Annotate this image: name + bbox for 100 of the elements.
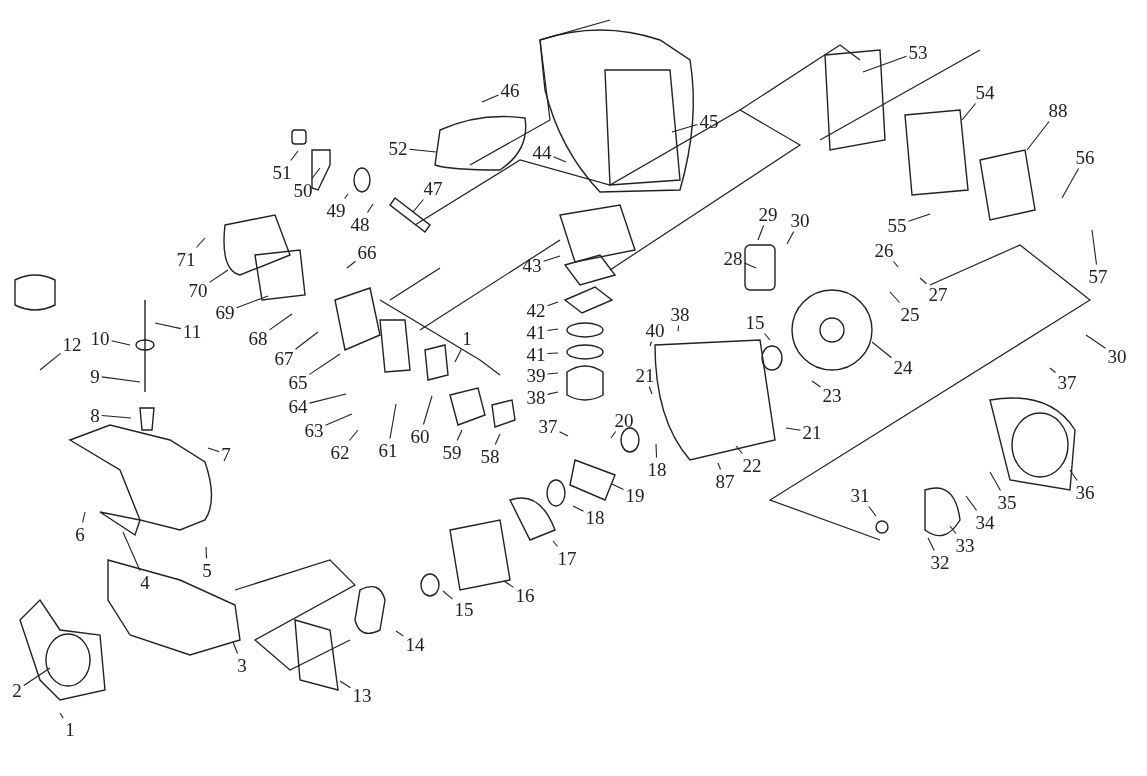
callout-number: 21 — [802, 422, 822, 442]
callout-number: 7 — [221, 444, 231, 464]
leader-line — [542, 255, 561, 262]
leader-line — [442, 590, 454, 600]
leader-line — [717, 462, 722, 471]
callout-number: 62 — [330, 442, 350, 462]
callout-number: 19 — [625, 485, 645, 505]
callout-number: 59 — [442, 442, 462, 462]
leader-line — [868, 505, 877, 517]
leader-line — [677, 324, 680, 332]
callout-number: 87 — [715, 471, 735, 491]
leader-line — [735, 445, 743, 455]
leader-line — [892, 260, 899, 268]
leader-line — [235, 295, 269, 309]
callout-number: 55 — [887, 215, 907, 235]
leader-line — [871, 341, 893, 359]
leader-line — [907, 213, 931, 222]
leader-line — [552, 540, 559, 548]
leader-line — [308, 393, 347, 404]
callout-number: 6 — [75, 524, 85, 544]
leader-line — [456, 429, 463, 442]
leader-line — [1026, 120, 1050, 151]
callout-number: 37 — [538, 416, 558, 436]
leader-line — [294, 331, 319, 350]
callout-number: 50 — [293, 180, 313, 200]
leader-line — [39, 352, 62, 371]
leader-line — [344, 193, 349, 200]
leader-line — [101, 376, 141, 383]
leader-line — [965, 495, 978, 512]
leader-line — [786, 230, 795, 245]
callout-number: 67 — [274, 348, 294, 368]
callout-number: 18 — [647, 459, 667, 479]
callout-number: 16 — [515, 585, 535, 605]
leader-line — [503, 580, 515, 588]
leader-line — [1091, 229, 1098, 266]
leader-line — [889, 291, 901, 304]
callout-number: 12 — [62, 334, 82, 354]
leader-line — [546, 391, 559, 395]
callout-number: 34 — [975, 512, 995, 532]
callout-number: 15 — [745, 312, 765, 332]
leader-line — [154, 322, 182, 330]
callout-number: 28 — [723, 248, 743, 268]
leader-line — [408, 148, 437, 153]
leader-line — [339, 680, 352, 689]
callout-number: 26 — [874, 240, 894, 260]
leader-line — [346, 260, 357, 269]
callout-number: 18 — [585, 507, 605, 527]
callout-number: 64 — [288, 396, 308, 416]
leader-line — [649, 340, 652, 347]
leader-line — [1085, 334, 1107, 349]
callout-number: 71 — [176, 249, 196, 269]
leader-line — [389, 403, 397, 440]
leader-line — [82, 511, 86, 524]
leader-line — [1061, 167, 1080, 199]
leader-line — [311, 167, 321, 180]
callout-number: 25 — [900, 304, 920, 324]
callout-number: 45 — [699, 111, 719, 131]
leader-line — [785, 427, 802, 431]
callout-number: 41 — [526, 322, 546, 342]
callout-number: 20 — [614, 410, 634, 430]
leader-line — [671, 123, 699, 133]
callout-number: 49 — [326, 200, 346, 220]
leader-line — [366, 203, 374, 214]
leader-line — [764, 332, 771, 341]
leader-line — [1049, 367, 1057, 374]
callout-number: 53 — [908, 42, 928, 62]
leader-line — [546, 352, 559, 355]
callout-number: 10 — [90, 328, 110, 348]
leader-line — [412, 198, 424, 213]
callout-number: 27 — [928, 284, 948, 304]
leader-line — [268, 313, 293, 331]
leader-line — [324, 413, 353, 426]
callout-number: 31 — [850, 485, 870, 505]
leader-line — [572, 505, 585, 512]
leader-line — [862, 55, 908, 73]
callout-number: 58 — [480, 446, 500, 466]
leader-line — [989, 471, 1002, 492]
leader-line — [611, 483, 625, 491]
callout-number: 69 — [215, 302, 235, 322]
leader-line — [110, 340, 131, 346]
callout-number: 47 — [423, 178, 443, 198]
callout-number: 60 — [410, 426, 430, 446]
leader-line — [494, 433, 501, 446]
callout-number: 15 — [454, 599, 474, 619]
leader-line — [208, 269, 229, 283]
leader-line — [454, 348, 462, 363]
callout-number: 22 — [742, 455, 762, 475]
callout-number: 46 — [500, 80, 520, 100]
leader-line — [949, 525, 957, 535]
callout-number: 17 — [557, 548, 577, 568]
callout-number: 38 — [526, 387, 546, 407]
callout-number: 65 — [288, 372, 308, 392]
callout-number: 29 — [758, 204, 778, 224]
leader-line — [232, 641, 239, 655]
callout-number: 35 — [997, 492, 1017, 512]
callout-number: 52 — [388, 138, 408, 158]
callout-number: 2 — [12, 680, 22, 700]
leader-line — [1069, 469, 1078, 482]
leader-line — [422, 395, 433, 426]
leader-line — [207, 447, 220, 453]
